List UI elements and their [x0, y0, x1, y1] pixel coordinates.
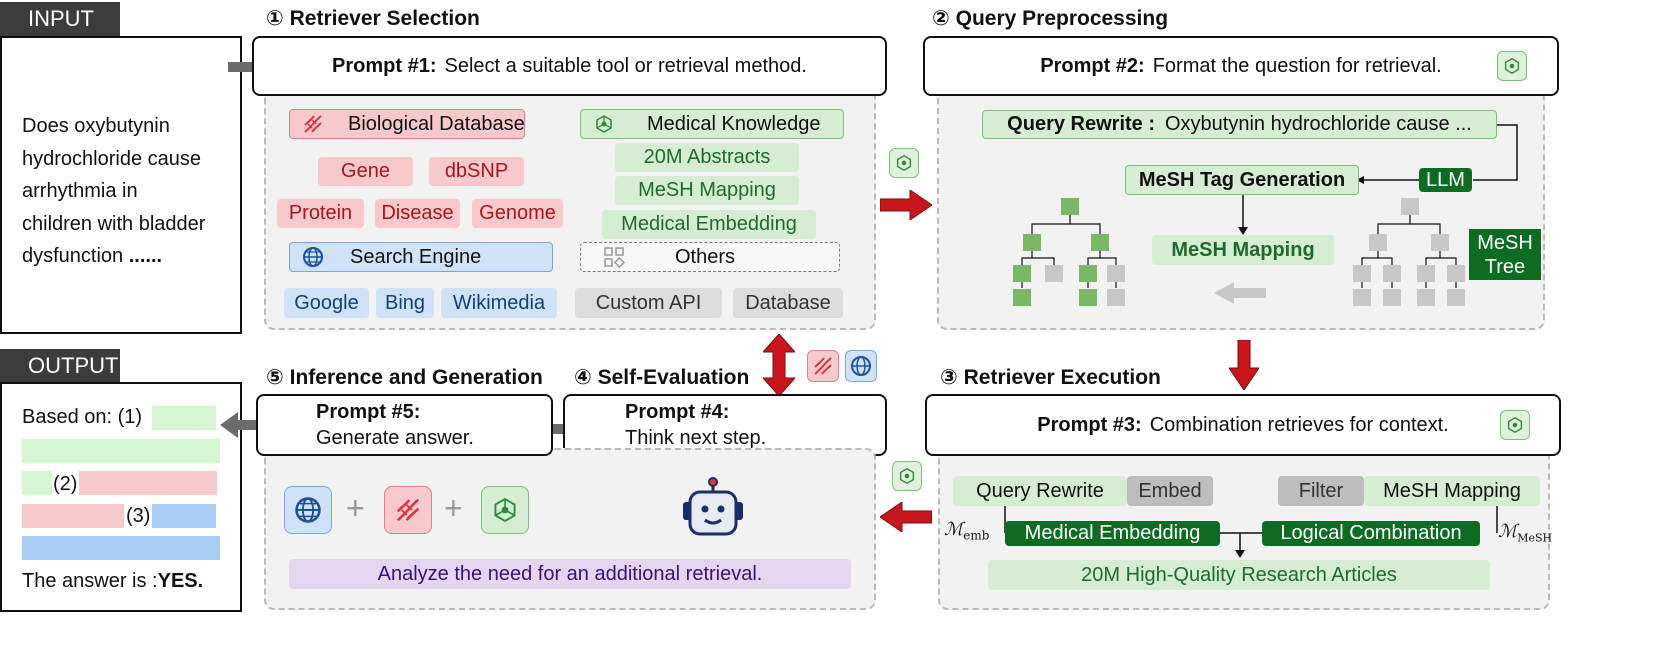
prompt-1-box: Prompt #1:Select a suitable tool or retr… — [252, 36, 887, 96]
input-line: children with bladder — [22, 212, 206, 235]
input-line: arrhythmia in — [22, 180, 138, 202]
prompt-3-box: Prompt #3:Combination retrieves for cont… — [925, 394, 1561, 456]
protein-chip: Protein — [277, 199, 364, 228]
globe-icon — [284, 486, 332, 534]
query-rewrite-chip: Query Rewrite — [953, 476, 1127, 506]
embed-chip: Embed — [1127, 476, 1213, 506]
input-line: Does oxybutynin — [22, 115, 170, 137]
marker-3: (3) — [126, 505, 151, 527]
globe-icon — [302, 246, 324, 268]
evidence-bar-red — [22, 504, 124, 528]
prompt-2-box: Prompt #2:Format the question for retrie… — [923, 36, 1559, 96]
genome-chip: Genome — [472, 199, 563, 228]
input-box: Does oxybutynin hydrochloride cause arrh… — [0, 36, 242, 334]
medical-embedding-box: Medical Embedding — [1005, 521, 1220, 546]
gene-chip: Gene — [318, 157, 413, 186]
input-line: hydrochloride cause — [22, 147, 201, 170]
molecule-icon — [1500, 410, 1530, 440]
logical-combination-box: Logical Combination — [1262, 521, 1480, 546]
wikimedia-chip: Wikimedia — [441, 288, 557, 318]
output-box: Based on: (1) (2) (3) The answer is :YES… — [0, 382, 242, 612]
biological-database-chip: Biological Database — [289, 109, 525, 139]
m-emb-label: ℳemb — [944, 519, 990, 543]
others-chip: Others — [580, 242, 840, 272]
dbsnp-chip: dbSNP — [429, 157, 524, 186]
red-arrow-s2-s3 — [1229, 340, 1259, 390]
custom-api-chip: Custom API — [575, 288, 722, 318]
abstracts-chip: 20M Abstracts — [615, 143, 799, 172]
search-engine-chip: Search Engine — [289, 242, 553, 272]
grid-icon — [603, 246, 625, 268]
mesh-mapping-chip: MeSH Mapping — [615, 176, 799, 205]
molecule-icon — [481, 486, 529, 534]
medical-knowledge-chip: Medical Knowledge — [580, 109, 844, 139]
plus-sign: + — [444, 490, 463, 526]
molecule-icon — [1497, 51, 1527, 81]
disease-chip: Disease — [375, 199, 460, 228]
dna-icon — [807, 350, 839, 382]
robot-icon — [683, 477, 743, 536]
output-label: OUTPUT — [0, 349, 120, 383]
prompt-5-box: Prompt #5:Generate answer. — [256, 394, 553, 456]
section-3-title: ③ Retriever Execution — [940, 366, 1161, 389]
input-line: dysfunction ...... — [22, 245, 163, 267]
evidence-bar-green — [22, 439, 220, 463]
filter-chip: Filter — [1278, 476, 1364, 506]
globe-icon — [845, 350, 877, 382]
input-label: INPUT — [0, 2, 120, 36]
evidence-bar-green — [152, 406, 216, 430]
answer-text: The answer is :YES. — [22, 570, 204, 592]
llm-box: LLM — [1419, 168, 1472, 192]
mesh-mapping-box: MeSH Mapping — [1152, 235, 1334, 265]
section-2-title: ② Query Preprocessing — [932, 7, 1169, 30]
gray-left-arrow — [1214, 282, 1266, 304]
analyze-box: Analyze the need for an additional retri… — [289, 559, 851, 589]
red-arrow-s3-s5 — [880, 502, 932, 532]
prompt-4-box: Prompt #4:Think next step. — [563, 394, 887, 456]
bing-chip: Bing — [376, 288, 434, 318]
section-4-title: ④ Self-Evaluation — [574, 366, 750, 389]
m-mesh-label: ℳMeSH — [1498, 521, 1553, 545]
mesh-tag-generation-box: MeSH Tag Generation — [1125, 165, 1359, 195]
llm-connector — [1356, 124, 1518, 184]
mesh-tree-green — [1013, 198, 1125, 306]
red-arrow-s1-s2 — [880, 190, 932, 220]
gray-arrow-output — [220, 412, 268, 438]
red-arrow-s1-s4 — [763, 334, 795, 396]
medical-embedding-chip: Medical Embedding — [602, 210, 816, 239]
query-rewrite-box: Query Rewrite :Oxybutynin hydrochloride … — [982, 110, 1497, 139]
database-chip: Database — [733, 288, 843, 318]
marker-2: (2) — [53, 473, 78, 495]
evidence-bar-green — [22, 471, 52, 495]
input-ellipsis: ...... — [128, 245, 163, 267]
evidence-bar-blue — [22, 536, 220, 560]
section-1-title: ① Retriever Selection — [266, 7, 480, 30]
down-arrow-mesh — [1238, 195, 1248, 235]
plus-sign: + — [346, 490, 365, 526]
mesh-tree-gray — [1353, 198, 1465, 306]
evidence-bar-blue — [152, 504, 216, 528]
research-articles-box: 20M High-Quality Research Articles — [988, 560, 1490, 590]
section-5-title: ⑤ Inference and Generation — [266, 366, 543, 389]
dna-icon — [384, 486, 432, 534]
molecule-icon — [593, 113, 615, 135]
based-on-text: Based on: (1) — [22, 406, 143, 428]
mesh-mapping-chip-s3: MeSH Mapping — [1364, 476, 1540, 506]
molecule-icon — [889, 148, 919, 178]
evidence-bar-red — [79, 471, 217, 495]
google-chip: Google — [284, 288, 369, 318]
molecule-icon — [892, 461, 922, 491]
dna-icon — [302, 113, 324, 135]
